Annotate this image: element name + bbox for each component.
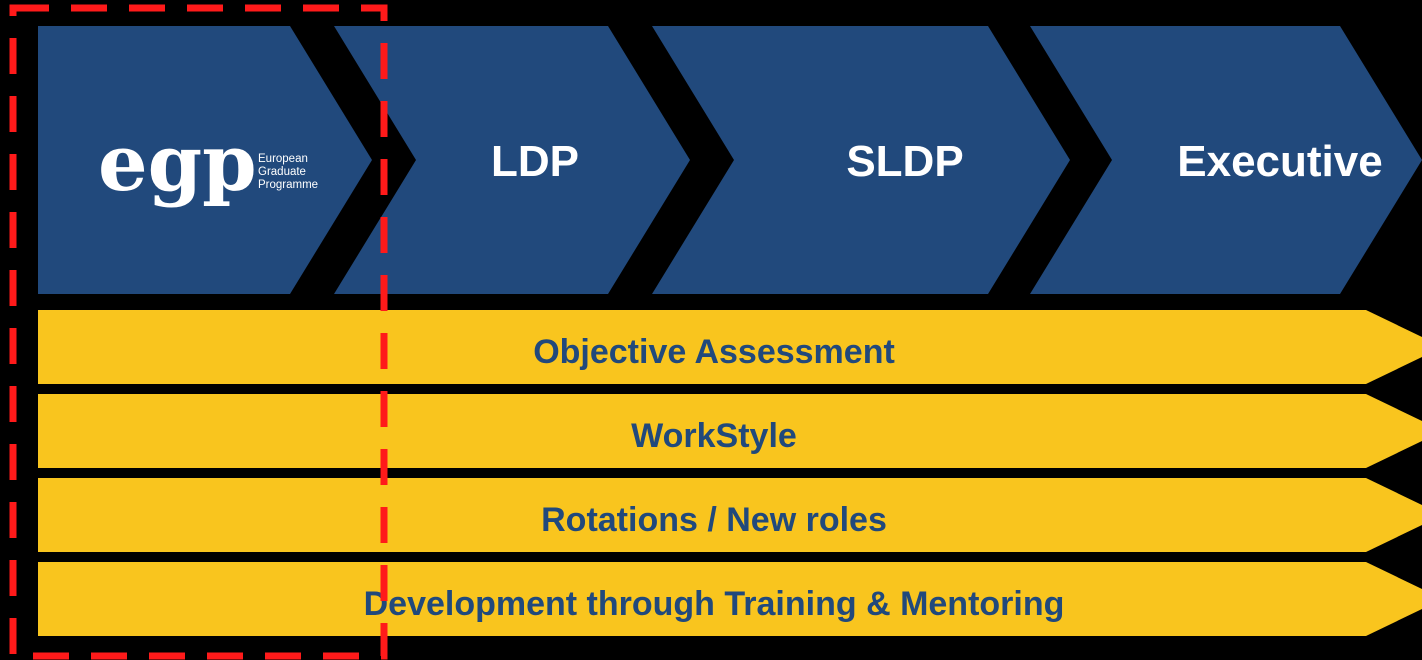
bar-label-development: Development through Training & Mentoring	[364, 585, 1065, 623]
egp-logo-line-programme: Programme	[258, 179, 318, 191]
bar-label-objective-assessment: Objective Assessment	[533, 333, 895, 371]
egp-logo-line-graduate: Graduate	[258, 166, 306, 178]
stage-label-executive: Executive	[1177, 137, 1382, 186]
stage-chevron-ldp	[334, 26, 690, 294]
egp-logo: egp European Graduate Programme	[98, 118, 318, 209]
egp-logo-line-european: European	[258, 153, 308, 165]
stage-label-ldp: LDP	[491, 137, 579, 186]
stage-label-sldp: SLDP	[846, 137, 963, 186]
stage-chevron-sldp	[652, 26, 1070, 294]
bar-label-workstyle: WorkStyle	[631, 417, 797, 455]
stage-chevron-egp	[38, 26, 372, 294]
bar-label-rotations: Rotations / New roles	[541, 501, 887, 539]
highlight-dashed-border	[9, 4, 388, 660]
stage-chevrons	[38, 26, 1422, 294]
stage-chevron-executive	[1030, 26, 1422, 294]
egp-logo-mark: egp	[98, 118, 257, 209]
